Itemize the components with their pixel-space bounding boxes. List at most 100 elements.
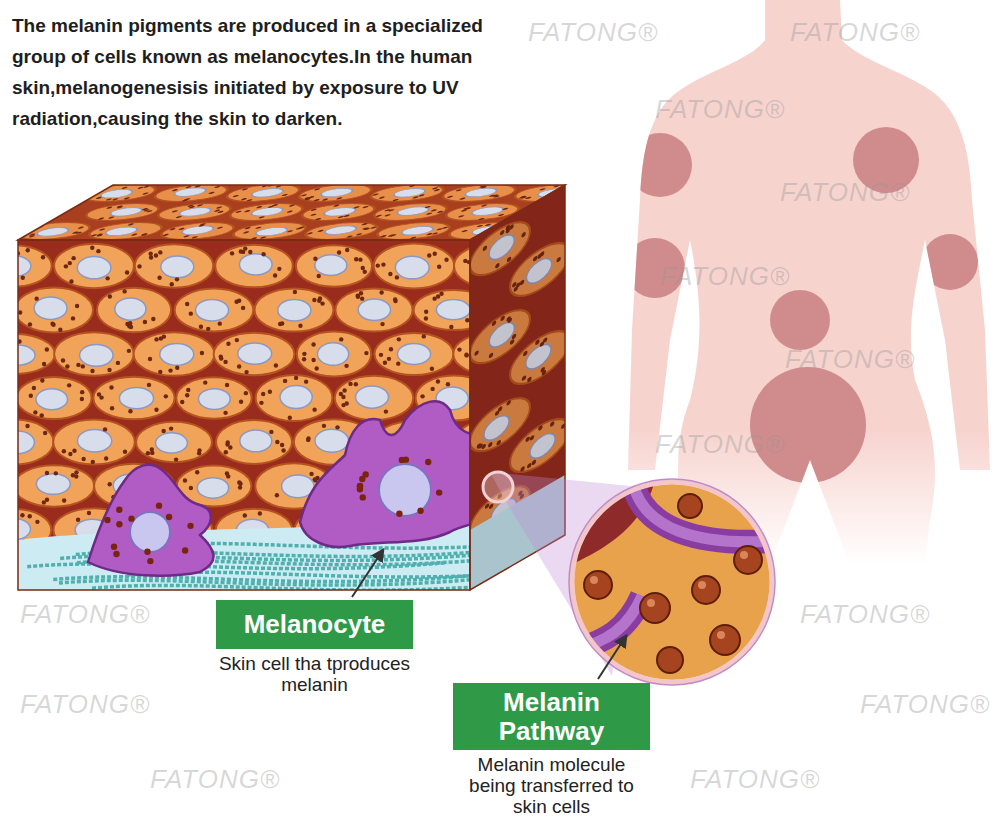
pigment-dot: [311, 342, 315, 346]
pigment-dot: [125, 270, 129, 274]
cell-body: [214, 333, 295, 375]
zoom-border: [569, 479, 775, 685]
melanin-granule: [116, 507, 122, 513]
pigment-dot: [425, 233, 433, 235]
skin-cell: [366, 223, 461, 240]
cell-nucleus: [0, 519, 31, 540]
pigment-dot: [225, 442, 229, 446]
pigment-dot: [29, 394, 33, 398]
pigment-dot: [317, 230, 325, 232]
pigment-dot: [345, 248, 349, 252]
pigment-dot: [75, 304, 79, 308]
cell-nucleus: [36, 389, 68, 410]
pigment-dot: [268, 389, 272, 393]
pigment-dot: [185, 186, 193, 188]
pigment-dot: [465, 318, 469, 322]
skin-cell: [176, 377, 251, 418]
pigment-dot: [363, 270, 367, 274]
cell-body: [53, 419, 135, 464]
pigment-dot: [568, 193, 576, 195]
cell-nucleus: [0, 256, 31, 277]
pigment-dot: [384, 409, 388, 413]
pigment-dot: [312, 298, 316, 302]
pigment-dot: [313, 478, 317, 482]
watermark: FATONG®: [20, 690, 150, 719]
pigment-dot: [25, 229, 33, 231]
pigment-dot: [480, 204, 488, 206]
pigment-dot: [379, 290, 383, 294]
pigment-dot: [318, 296, 322, 300]
pigment-dot: [240, 198, 248, 200]
melanin-granule: [128, 515, 134, 521]
melanin-granule: [657, 647, 683, 673]
watermark: FATONG®: [800, 600, 930, 629]
pigment-dot: [306, 232, 314, 234]
pigment-dot: [458, 198, 466, 200]
watermark: FATONG®: [785, 345, 915, 374]
melanin-granule: [147, 558, 153, 564]
melanin-granule: [692, 576, 720, 604]
pigment-dot: [181, 199, 189, 201]
cell-body: [144, 185, 239, 202]
cell-nucleus: [358, 299, 390, 321]
skin-cell: [214, 333, 295, 375]
pigment-dot: [189, 486, 193, 490]
cell-nucleus: [319, 226, 361, 235]
pigment-dot: [432, 296, 436, 300]
pigment-dot: [321, 199, 329, 201]
pigment-dot: [71, 473, 75, 477]
pigment-dot: [261, 252, 265, 256]
cell-body: [219, 204, 314, 221]
pigment-dot: [369, 227, 377, 229]
pigment-dot: [116, 361, 120, 365]
skin-cell: [335, 288, 412, 331]
pigment-dot: [444, 257, 448, 261]
pigment-dot: [312, 407, 316, 411]
pigment-dot: [151, 317, 155, 321]
pigment-dot: [72, 448, 76, 452]
pigment-dot: [376, 263, 380, 267]
cell-nucleus: [466, 207, 508, 216]
skin-cell: [296, 245, 372, 287]
cell-nucleus: [240, 430, 272, 452]
cell-nucleus: [278, 299, 311, 321]
melanocyte-nucleus: [379, 464, 431, 516]
pigment-dot: [433, 189, 441, 191]
pigment-dot: [189, 311, 193, 315]
pigment-dot: [65, 364, 69, 368]
pigment-dot: [283, 379, 287, 383]
pigment-dot: [5, 337, 9, 341]
pigment-dot: [430, 209, 438, 211]
cell-nucleus: [392, 207, 434, 216]
magnifier-spot: [483, 472, 513, 502]
pigment-dot: [223, 411, 227, 415]
pigment-dot: [143, 320, 147, 324]
pigment-dot: [288, 204, 296, 206]
pigment-dot: [269, 430, 273, 434]
cell-body: [6, 223, 101, 240]
pigment-dot: [162, 234, 170, 236]
pigment-dot: [243, 210, 251, 212]
cell-body: [93, 377, 174, 420]
skin-cell: [72, 185, 167, 202]
pigment-dot: [427, 253, 431, 257]
cell-nucleus: [198, 389, 230, 410]
pigment-dot: [141, 193, 149, 195]
granule-highlight: [590, 576, 598, 584]
pigment-dot: [348, 382, 352, 386]
granule-highlight: [698, 581, 706, 589]
pigment-dot: [127, 324, 131, 328]
pigment-dot: [140, 234, 148, 236]
callout-title: Melanocyte: [216, 600, 413, 649]
skin-cell: [75, 204, 170, 221]
pigment-dot: [238, 485, 242, 489]
pigment-dot: [286, 211, 294, 213]
pigment-dot: [362, 206, 370, 208]
pigment-dot: [58, 328, 62, 332]
pigment-dot: [67, 383, 71, 387]
cell-body: [288, 185, 383, 202]
pigment-spot: [922, 234, 978, 290]
pigment-dot: [213, 186, 221, 188]
cell-body: [175, 288, 254, 331]
cell-body: [54, 244, 134, 288]
